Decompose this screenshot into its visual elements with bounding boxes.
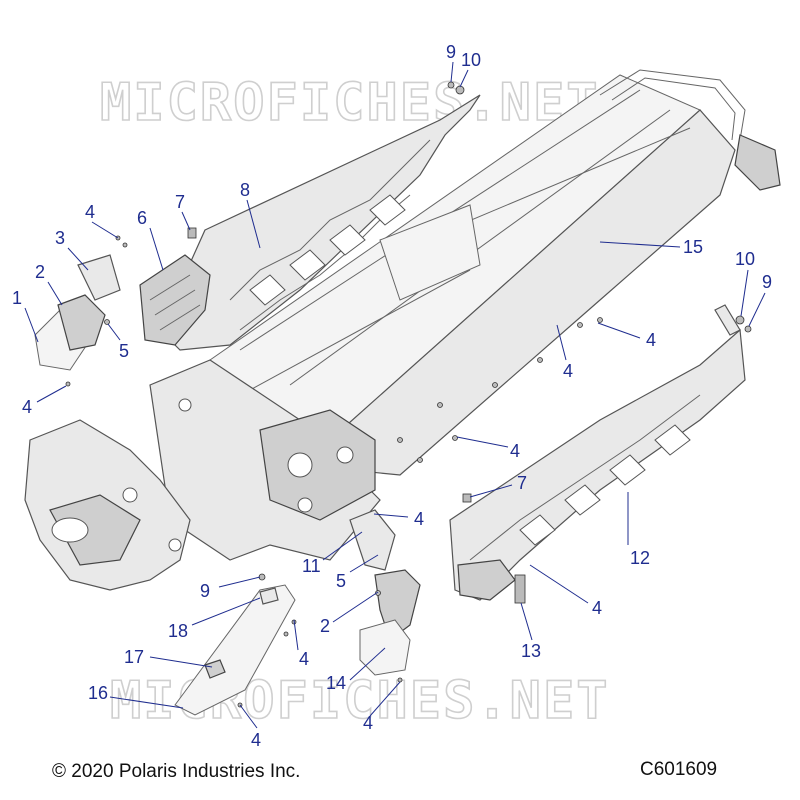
callout-14: 14 <box>326 673 346 693</box>
fastener-10-top <box>455 85 465 95</box>
callout-4-bottom-mid: 4 <box>299 649 309 669</box>
right-running-board <box>449 304 746 604</box>
leader-lines <box>24 61 766 729</box>
callout-17: 17 <box>124 647 144 667</box>
callout-9-bottom: 9 <box>200 581 210 601</box>
callout-8: 8 <box>240 180 250 200</box>
callout-9-top: 9 <box>446 42 456 62</box>
chassis-tunnel <box>209 69 781 476</box>
callout-4-right-c: 4 <box>510 441 520 461</box>
running-board-cutouts-right <box>519 424 691 546</box>
callout-4-right-e: 4 <box>592 598 602 618</box>
callout-2-right: 2 <box>320 616 330 636</box>
left-lower-trim <box>174 573 403 716</box>
callout-16: 16 <box>88 683 108 703</box>
fastener-10-right <box>735 315 745 325</box>
left-footrest <box>139 254 211 346</box>
tunnel-fasteners <box>397 317 603 463</box>
diagram-code: C601609 <box>640 759 718 780</box>
copyright-notice: © 2020 Polaris Industries Inc. <box>52 761 301 782</box>
callout-4-bottom-right: 4 <box>363 713 373 733</box>
toe-hook-left <box>187 227 197 239</box>
callout-5-left: 5 <box>119 341 129 361</box>
callout-4-left-top: 4 <box>85 202 95 222</box>
right-mid-bracket <box>349 509 396 571</box>
left-front-panels <box>34 235 128 387</box>
callout-4-right-a: 4 <box>646 330 656 350</box>
callout-11: 11 <box>302 556 321 576</box>
front-bulkhead <box>149 359 381 561</box>
callout-15: 15 <box>683 237 703 257</box>
callout-4-right-d: 4 <box>414 509 424 529</box>
callout-2-left: 2 <box>35 262 45 282</box>
callout-labels: 9 10 1 2 3 4 5 4 6 7 8 15 10 9 4 4 4 7 4… <box>12 42 772 750</box>
callout-18: 18 <box>168 621 188 641</box>
callout-9-right: 9 <box>762 272 772 292</box>
callout-10-top: 10 <box>461 50 481 70</box>
callout-4-right-b: 4 <box>563 361 573 381</box>
fastener-9-top <box>447 81 455 89</box>
callout-6: 6 <box>137 208 147 228</box>
watermark-top: MICROFICHES.NET <box>100 73 600 133</box>
callout-3: 3 <box>55 228 65 248</box>
callout-12: 12 <box>630 548 650 568</box>
callout-7-left: 7 <box>175 192 185 212</box>
callout-4-left-bottom: 4 <box>22 397 32 417</box>
right-front-panels <box>359 569 421 676</box>
callout-5-right: 5 <box>336 571 346 591</box>
callout-4-bottom-left: 4 <box>251 730 261 750</box>
fastener-9-right <box>744 325 752 333</box>
callout-1: 1 <box>12 288 22 308</box>
front-frame <box>24 419 191 591</box>
callout-13: 13 <box>521 641 541 661</box>
callout-7-right: 7 <box>517 473 527 493</box>
running-board-cutouts-left <box>249 194 406 306</box>
callout-10-right: 10 <box>735 249 755 269</box>
